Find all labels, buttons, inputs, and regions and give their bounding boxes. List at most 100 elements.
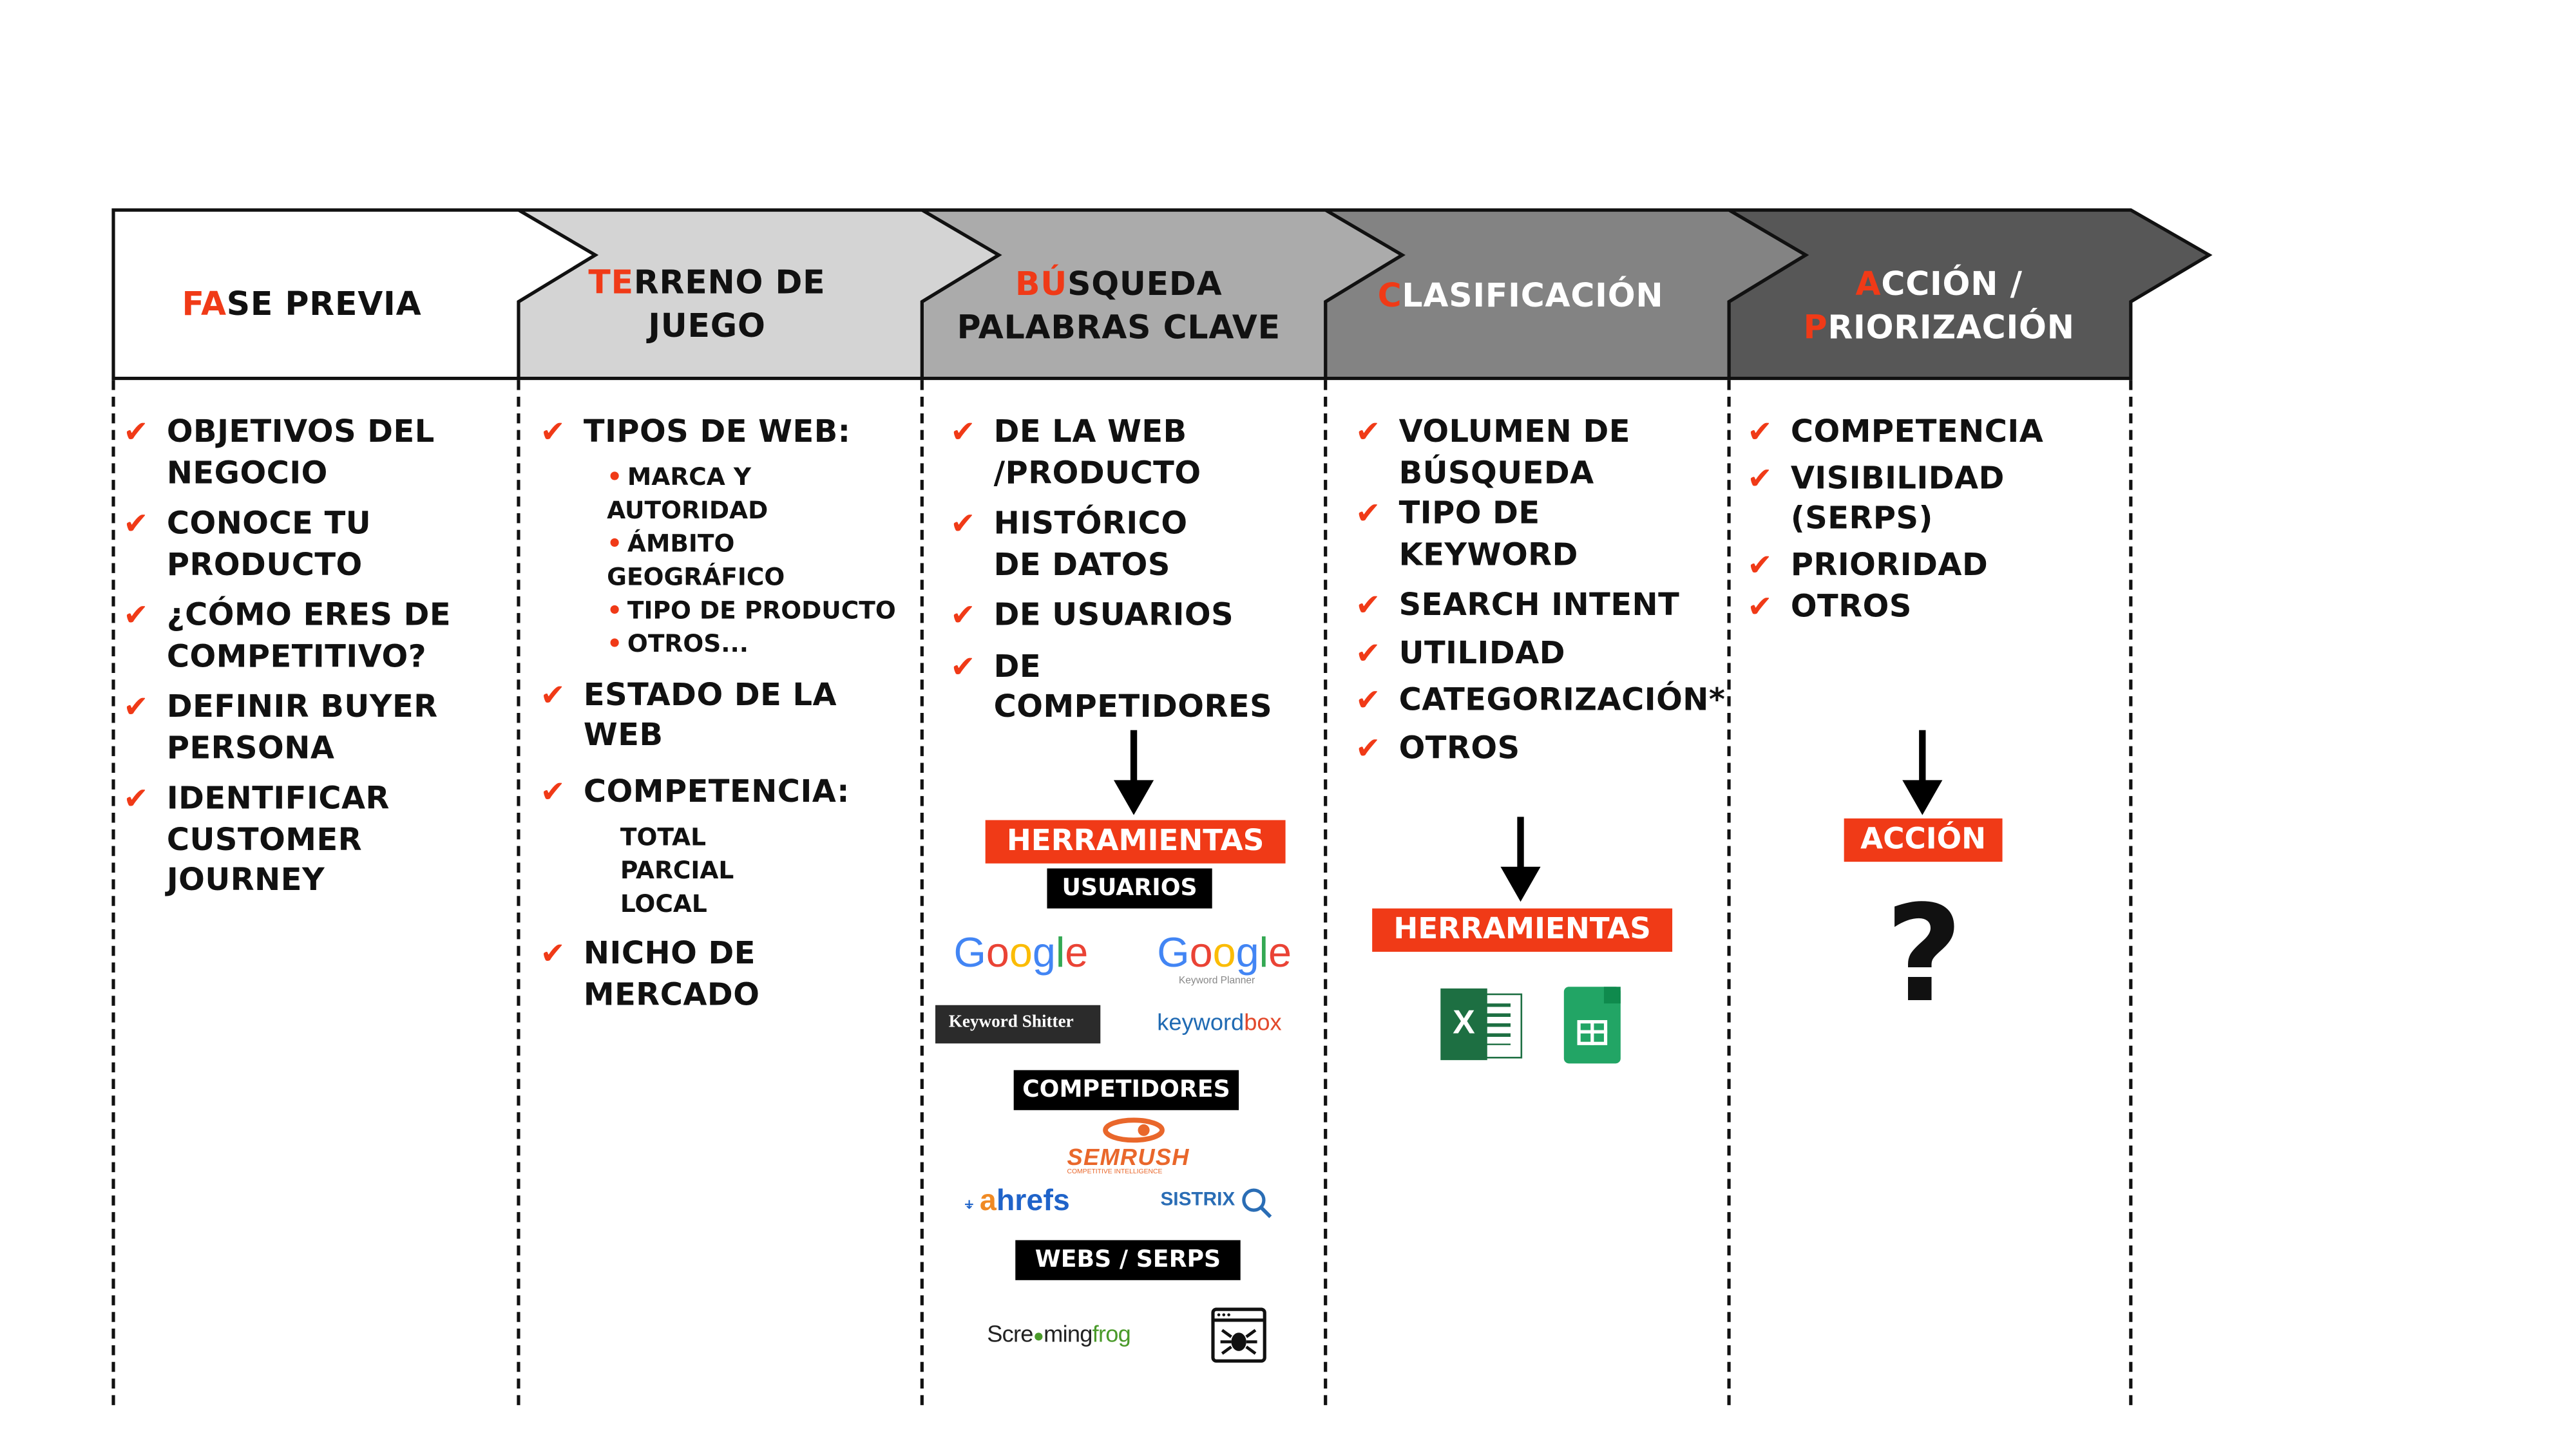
phase-5-title-accent-1: A: [1855, 265, 1882, 304]
check-icon: ✔: [950, 415, 976, 450]
item-text: ¿CÓMO ERES DE: [166, 598, 452, 634]
item-text: NEGOCIO: [166, 455, 328, 491]
sub-item-text: MARCA Y AUTORIDAD: [607, 464, 768, 525]
item-text: CUSTOMER JOURNEY: [166, 822, 363, 899]
competencia-sublist: TOTAL PARCIAL LOCAL: [540, 822, 917, 922]
tipos-sublist: •MARCA Y AUTORIDAD •ÁMBITO GEOGRÁFICO •T…: [540, 461, 917, 661]
list-item: ✔TIPOS DE WEB:: [540, 413, 917, 454]
ahrefs-logo: ⍖ahrefs: [964, 1184, 1070, 1218]
check-icon: ✔: [1355, 683, 1381, 719]
arrow-down-icon: [1500, 817, 1541, 902]
list-item: ✔ESTADO DE LA WEB: [540, 676, 917, 758]
sistrix-magnifier-icon: [1242, 1188, 1272, 1218]
phase-2-title-rest: RRENO DE: [633, 263, 826, 302]
accion-label: ACCIÓN: [1844, 818, 2003, 862]
phase-1-title: FASE PREVIA: [113, 283, 490, 327]
keyword-planner-label: Keyword Planner: [1178, 976, 1255, 987]
check-icon: ✔: [540, 936, 566, 972]
check-icon: ✔: [950, 649, 976, 685]
check-icon: ✔: [123, 690, 149, 725]
ahrefs-text-accent: a: [979, 1183, 997, 1217]
check-icon: ✔: [123, 781, 149, 817]
item-text: DE DATOS: [993, 547, 1170, 583]
bullet-icon: •: [607, 531, 623, 558]
phase-5-title: ACCIÓN / PRIORIZACIÓN: [1764, 263, 2114, 350]
herramientas-label: HERRAMIENTAS: [985, 820, 1286, 864]
sub-item: •ÁMBITO GEOGRÁFICO: [577, 527, 917, 594]
phase-3-title-accent: BÚ: [1015, 265, 1068, 304]
list-item: ✔DE USUARIOS: [950, 597, 1321, 638]
check-icon: ✔: [1747, 547, 1773, 583]
phase-5-title-rest-2: RIORIZACIÓN: [1827, 308, 2075, 347]
phase-1-title-rest: SE PREVIA: [226, 285, 422, 324]
column-divider: [1324, 380, 1328, 1405]
item-text: COMPETENCIA:: [583, 774, 850, 810]
check-icon: ✔: [1355, 415, 1381, 450]
item-text: OTROS: [1790, 590, 1912, 625]
competidores-label: COMPETIDORES: [1013, 1070, 1239, 1110]
sub-item-text: PARCIAL: [620, 858, 734, 886]
list-item: ✔COMPETENCIA: [1748, 413, 2128, 454]
keywordbox-text: keyword: [1157, 1008, 1245, 1036]
item-text: PRODUCTO: [166, 547, 363, 583]
item-text: DE USUARIOS: [993, 598, 1234, 634]
list-item: ✔ PRIORIDAD: [1748, 546, 2128, 587]
phase-3-title: BÚSQUEDA PALABRAS CLAVE: [933, 263, 1304, 350]
list-item: ✔OTROS: [1355, 729, 1722, 770]
sub-item-text: ÁMBITO GEOGRÁFICO: [607, 531, 785, 591]
list-item: ✔ UTILIDAD: [1355, 634, 1722, 675]
phase-2-title-accent: TE: [588, 263, 634, 302]
phase-header-bar: [111, 208, 2213, 381]
item-text: TIPOS DE WEB:: [583, 415, 851, 450]
sub-item-text: OTROS...: [627, 630, 749, 658]
list-item: ✔DE COMPETIDORES: [950, 648, 1321, 730]
sistrix-logo: SISTRIX: [1160, 1190, 1235, 1210]
sistrix-text: SISTRIX: [1160, 1190, 1236, 1211]
list-item: ✔ VISIBILIDAD (SERPS): [1748, 459, 2128, 541]
item-text: PERSONA: [166, 730, 335, 766]
item-text: DEFINIR BUYER: [166, 690, 438, 725]
keywordbox-logo: keywordbox: [1157, 1009, 1281, 1035]
google-logo: Google: [953, 930, 1089, 977]
question-mark: ?: [1885, 876, 1963, 1032]
item-text: VISIBILIDAD (SERPS): [1790, 460, 2005, 537]
ahrefs-mark-icon: ⍖: [964, 1195, 975, 1215]
column-divider: [1727, 380, 1731, 1405]
accion-priorizacion-list: ✔COMPETENCIA ✔VISIBILIDAD (SERPS) ✔PRIOR…: [1748, 413, 2128, 629]
item-text: COMPETENCIA: [1790, 415, 2044, 450]
item-text: NICHO DE MERCADO: [583, 936, 760, 1013]
check-icon: ✔: [1355, 636, 1381, 671]
semrush-flame-icon: [1103, 1117, 1165, 1143]
check-icon: ✔: [1355, 497, 1381, 532]
keyword-shitter-text: Keyword Shitter: [948, 1013, 1074, 1032]
item-text: COMPETITIVO?: [166, 639, 427, 674]
webs-serps-label: WEBS / SERPS: [1015, 1240, 1241, 1280]
item-text: UTILIDAD: [1398, 636, 1565, 671]
check-icon: ✔: [1747, 590, 1773, 625]
phase-5-title-accent-2: P: [1803, 308, 1828, 347]
herramientas-label: HERRAMIENTAS: [1372, 908, 1673, 952]
check-icon: ✔: [123, 598, 149, 634]
column-divider: [920, 380, 924, 1405]
item-text: KEYWORD: [1398, 537, 1578, 573]
item-text: HISTÓRICO: [993, 506, 1188, 542]
phase-4-title-rest: LASIFICACIÓN: [1402, 276, 1664, 316]
screaming-frog-text-1: Scre: [987, 1320, 1033, 1347]
item-text: CATEGORIZACIÓN*: [1398, 683, 1726, 719]
check-icon: ✔: [1747, 460, 1773, 497]
screaming-frog-logo: Scre●mingfrog: [987, 1320, 1131, 1347]
phase-1-shape: [111, 208, 599, 381]
phase-4-title-accent: C: [1377, 276, 1402, 316]
semrush-logo: SEMRUSH: [1067, 1143, 1190, 1170]
item-text: PRIORIDAD: [1790, 547, 1989, 583]
excel-icon: X: [1440, 988, 1523, 1061]
google-keyword-planner-logo: Google: [1157, 930, 1292, 977]
keywordbox-text-accent: box: [1244, 1008, 1282, 1036]
column-divider: [111, 380, 115, 1405]
bullet-icon: •: [607, 597, 623, 625]
